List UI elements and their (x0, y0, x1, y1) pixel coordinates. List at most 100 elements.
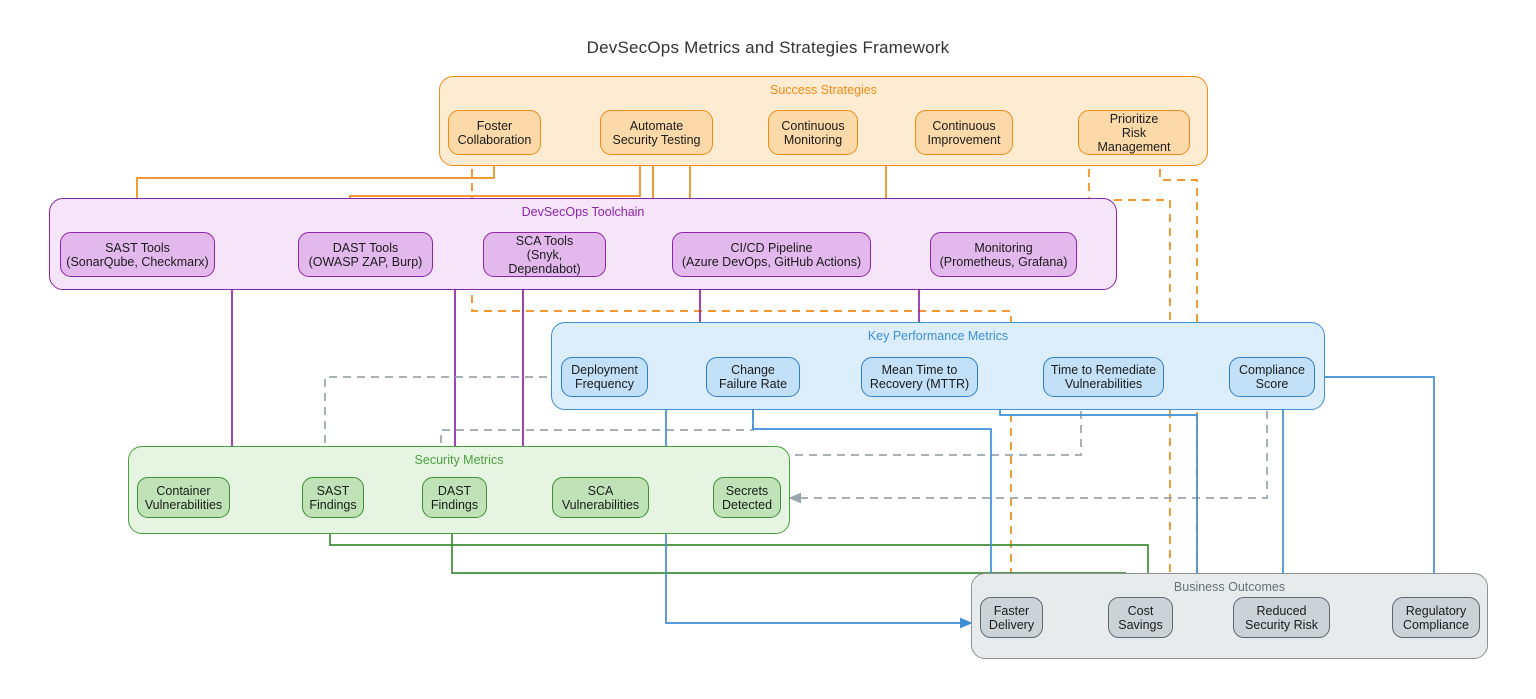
node-label-cost: CostSavings (1118, 604, 1162, 632)
node-sast[interactable]: SAST Tools(SonarQube, Checkmarx) (60, 232, 215, 277)
node-label-line1: Mean Time to (870, 363, 969, 377)
node-mon[interactable]: Monitoring(Prometheus, Grafana) (930, 232, 1077, 277)
node-label-line1: Time to Remediate (1051, 363, 1156, 377)
node-label-containervuln: ContainerVulnerabilities (145, 484, 222, 512)
node-label-line1: Regulatory (1403, 604, 1469, 618)
node-label-line1: Monitoring (940, 241, 1068, 255)
node-label-line2: (Prometheus, Grafana) (940, 255, 1068, 269)
cluster-label-security-metrics: Security Metrics (415, 453, 504, 467)
node-label-line1: Continuous (928, 119, 1001, 133)
node-dast[interactable]: DAST Tools(OWASP ZAP, Burp) (298, 232, 433, 277)
node-label-line2: Findings (309, 498, 356, 512)
node-label-line2: (SonarQube, Checkmarx) (66, 255, 208, 269)
cluster-label-devsecops-toolchain: DevSecOps Toolchain (522, 205, 645, 219)
node-label-line1: Automate (612, 119, 700, 133)
node-label-foster: FosterCollaboration (458, 119, 532, 147)
cluster-label-key-performance-metrics: Key Performance Metrics (868, 329, 1008, 343)
node-label-faster: FasterDelivery (989, 604, 1034, 632)
node-label-line2: (OWASP ZAP, Burp) (309, 255, 423, 269)
node-label-riskmgmt: PrioritizeRisk Management (1084, 112, 1184, 154)
node-label-line1: Reduced (1245, 604, 1318, 618)
node-foster[interactable]: FosterCollaboration (448, 110, 541, 155)
node-label-line2: Vulnerabilities (562, 498, 639, 512)
node-label-cfr: ChangeFailure Rate (719, 363, 787, 391)
node-cicd[interactable]: CI/CD Pipeline(Azure DevOps, GitHub Acti… (672, 232, 871, 277)
node-label-line2: Detected (722, 498, 772, 512)
node-label-line2: Risk Management (1084, 126, 1184, 154)
node-label-line2: Security Risk (1245, 618, 1318, 632)
node-label-mttr: Mean Time toRecovery (MTTR) (870, 363, 969, 391)
node-label-line2: Savings (1118, 618, 1162, 632)
node-label-regulatory: RegulatoryCompliance (1403, 604, 1469, 632)
node-automate[interactable]: AutomateSecurity Testing (600, 110, 713, 155)
node-label-scavuln: SCAVulnerabilities (562, 484, 639, 512)
node-deployfreq[interactable]: DeploymentFrequency (561, 357, 648, 397)
cluster-label-business-outcomes: Business Outcomes (1174, 580, 1285, 594)
node-label-line2: Collaboration (458, 133, 532, 147)
node-label-sast: SAST Tools(SonarQube, Checkmarx) (66, 241, 208, 269)
node-label-improve: ContinuousImprovement (928, 119, 1001, 147)
cluster-label-success-strategies: Success Strategies (770, 83, 877, 97)
node-label-line1: SAST (309, 484, 356, 498)
node-secrets[interactable]: SecretsDetected (713, 477, 781, 518)
node-label-line1: Change (719, 363, 787, 377)
node-faster[interactable]: FasterDelivery (980, 597, 1043, 638)
node-label-line2: (Azure DevOps, GitHub Actions) (682, 255, 861, 269)
node-label-sastfind: SASTFindings (309, 484, 356, 512)
node-reduced[interactable]: ReducedSecurity Risk (1233, 597, 1330, 638)
node-mttr[interactable]: Mean Time toRecovery (MTTR) (861, 357, 978, 397)
node-label-secrets: SecretsDetected (722, 484, 772, 512)
node-dastfind[interactable]: DASTFindings (422, 477, 487, 518)
node-riskmgmt[interactable]: PrioritizeRisk Management (1078, 110, 1190, 155)
node-label-line1: Secrets (722, 484, 772, 498)
node-label-line1: DAST (431, 484, 478, 498)
edge-compliance-to-secrets (789, 397, 1267, 498)
node-scavuln[interactable]: SCAVulnerabilities (552, 477, 649, 518)
node-label-compliance: ComplianceScore (1239, 363, 1305, 391)
node-compliance[interactable]: ComplianceScore (1229, 357, 1315, 397)
node-label-line2: Frequency (571, 377, 638, 391)
node-label-line1: SCA Tools (489, 234, 600, 248)
node-label-monitoring: ContinuousMonitoring (781, 119, 844, 147)
node-label-line2: Recovery (MTTR) (870, 377, 969, 391)
node-regulatory[interactable]: RegulatoryCompliance (1392, 597, 1480, 638)
node-label-line1: SAST Tools (66, 241, 208, 255)
node-label-line1: SCA (562, 484, 639, 498)
node-sca[interactable]: SCA Tools(Snyk, Dependabot) (483, 232, 606, 277)
node-label-line2: Compliance (1403, 618, 1469, 632)
node-label-line1: Cost (1118, 604, 1162, 618)
node-label-dastfind: DASTFindings (431, 484, 478, 512)
node-label-line1: Deployment (571, 363, 638, 377)
node-label-line1: Continuous (781, 119, 844, 133)
node-label-line2: Delivery (989, 618, 1034, 632)
node-label-dast: DAST Tools(OWASP ZAP, Burp) (309, 241, 423, 269)
node-cfr[interactable]: ChangeFailure Rate (706, 357, 800, 397)
node-label-reduced: ReducedSecurity Risk (1245, 604, 1318, 632)
node-label-line1: CI/CD Pipeline (682, 241, 861, 255)
edge-compliance-to-regulatory (1315, 377, 1434, 591)
node-label-line2: Failure Rate (719, 377, 787, 391)
node-containervuln[interactable]: ContainerVulnerabilities (137, 477, 230, 518)
node-label-sca: SCA Tools(Snyk, Dependabot) (489, 234, 600, 276)
node-label-line2: Monitoring (781, 133, 844, 147)
node-label-line2: Improvement (928, 133, 1001, 147)
node-label-deployfreq: DeploymentFrequency (571, 363, 638, 391)
node-label-cicd: CI/CD Pipeline(Azure DevOps, GitHub Acti… (682, 241, 861, 269)
node-label-mon: Monitoring(Prometheus, Grafana) (940, 241, 1068, 269)
node-label-ttr: Time to RemediateVulnerabilities (1051, 363, 1156, 391)
node-label-line1: Prioritize (1084, 112, 1184, 126)
node-label-line2: Security Testing (612, 133, 700, 147)
node-monitoring[interactable]: ContinuousMonitoring (768, 110, 858, 155)
node-cost[interactable]: CostSavings (1108, 597, 1173, 638)
node-label-line2: Vulnerabilities (1051, 377, 1156, 391)
node-label-line1: DAST Tools (309, 241, 423, 255)
node-improve[interactable]: ContinuousImprovement (915, 110, 1013, 155)
node-ttr[interactable]: Time to RemediateVulnerabilities (1043, 357, 1164, 397)
node-label-automate: AutomateSecurity Testing (612, 119, 700, 147)
node-label-line2: Vulnerabilities (145, 498, 222, 512)
node-sastfind[interactable]: SASTFindings (302, 477, 364, 518)
node-label-line1: Faster (989, 604, 1034, 618)
node-label-line1: Container (145, 484, 222, 498)
node-label-line2: Score (1239, 377, 1305, 391)
